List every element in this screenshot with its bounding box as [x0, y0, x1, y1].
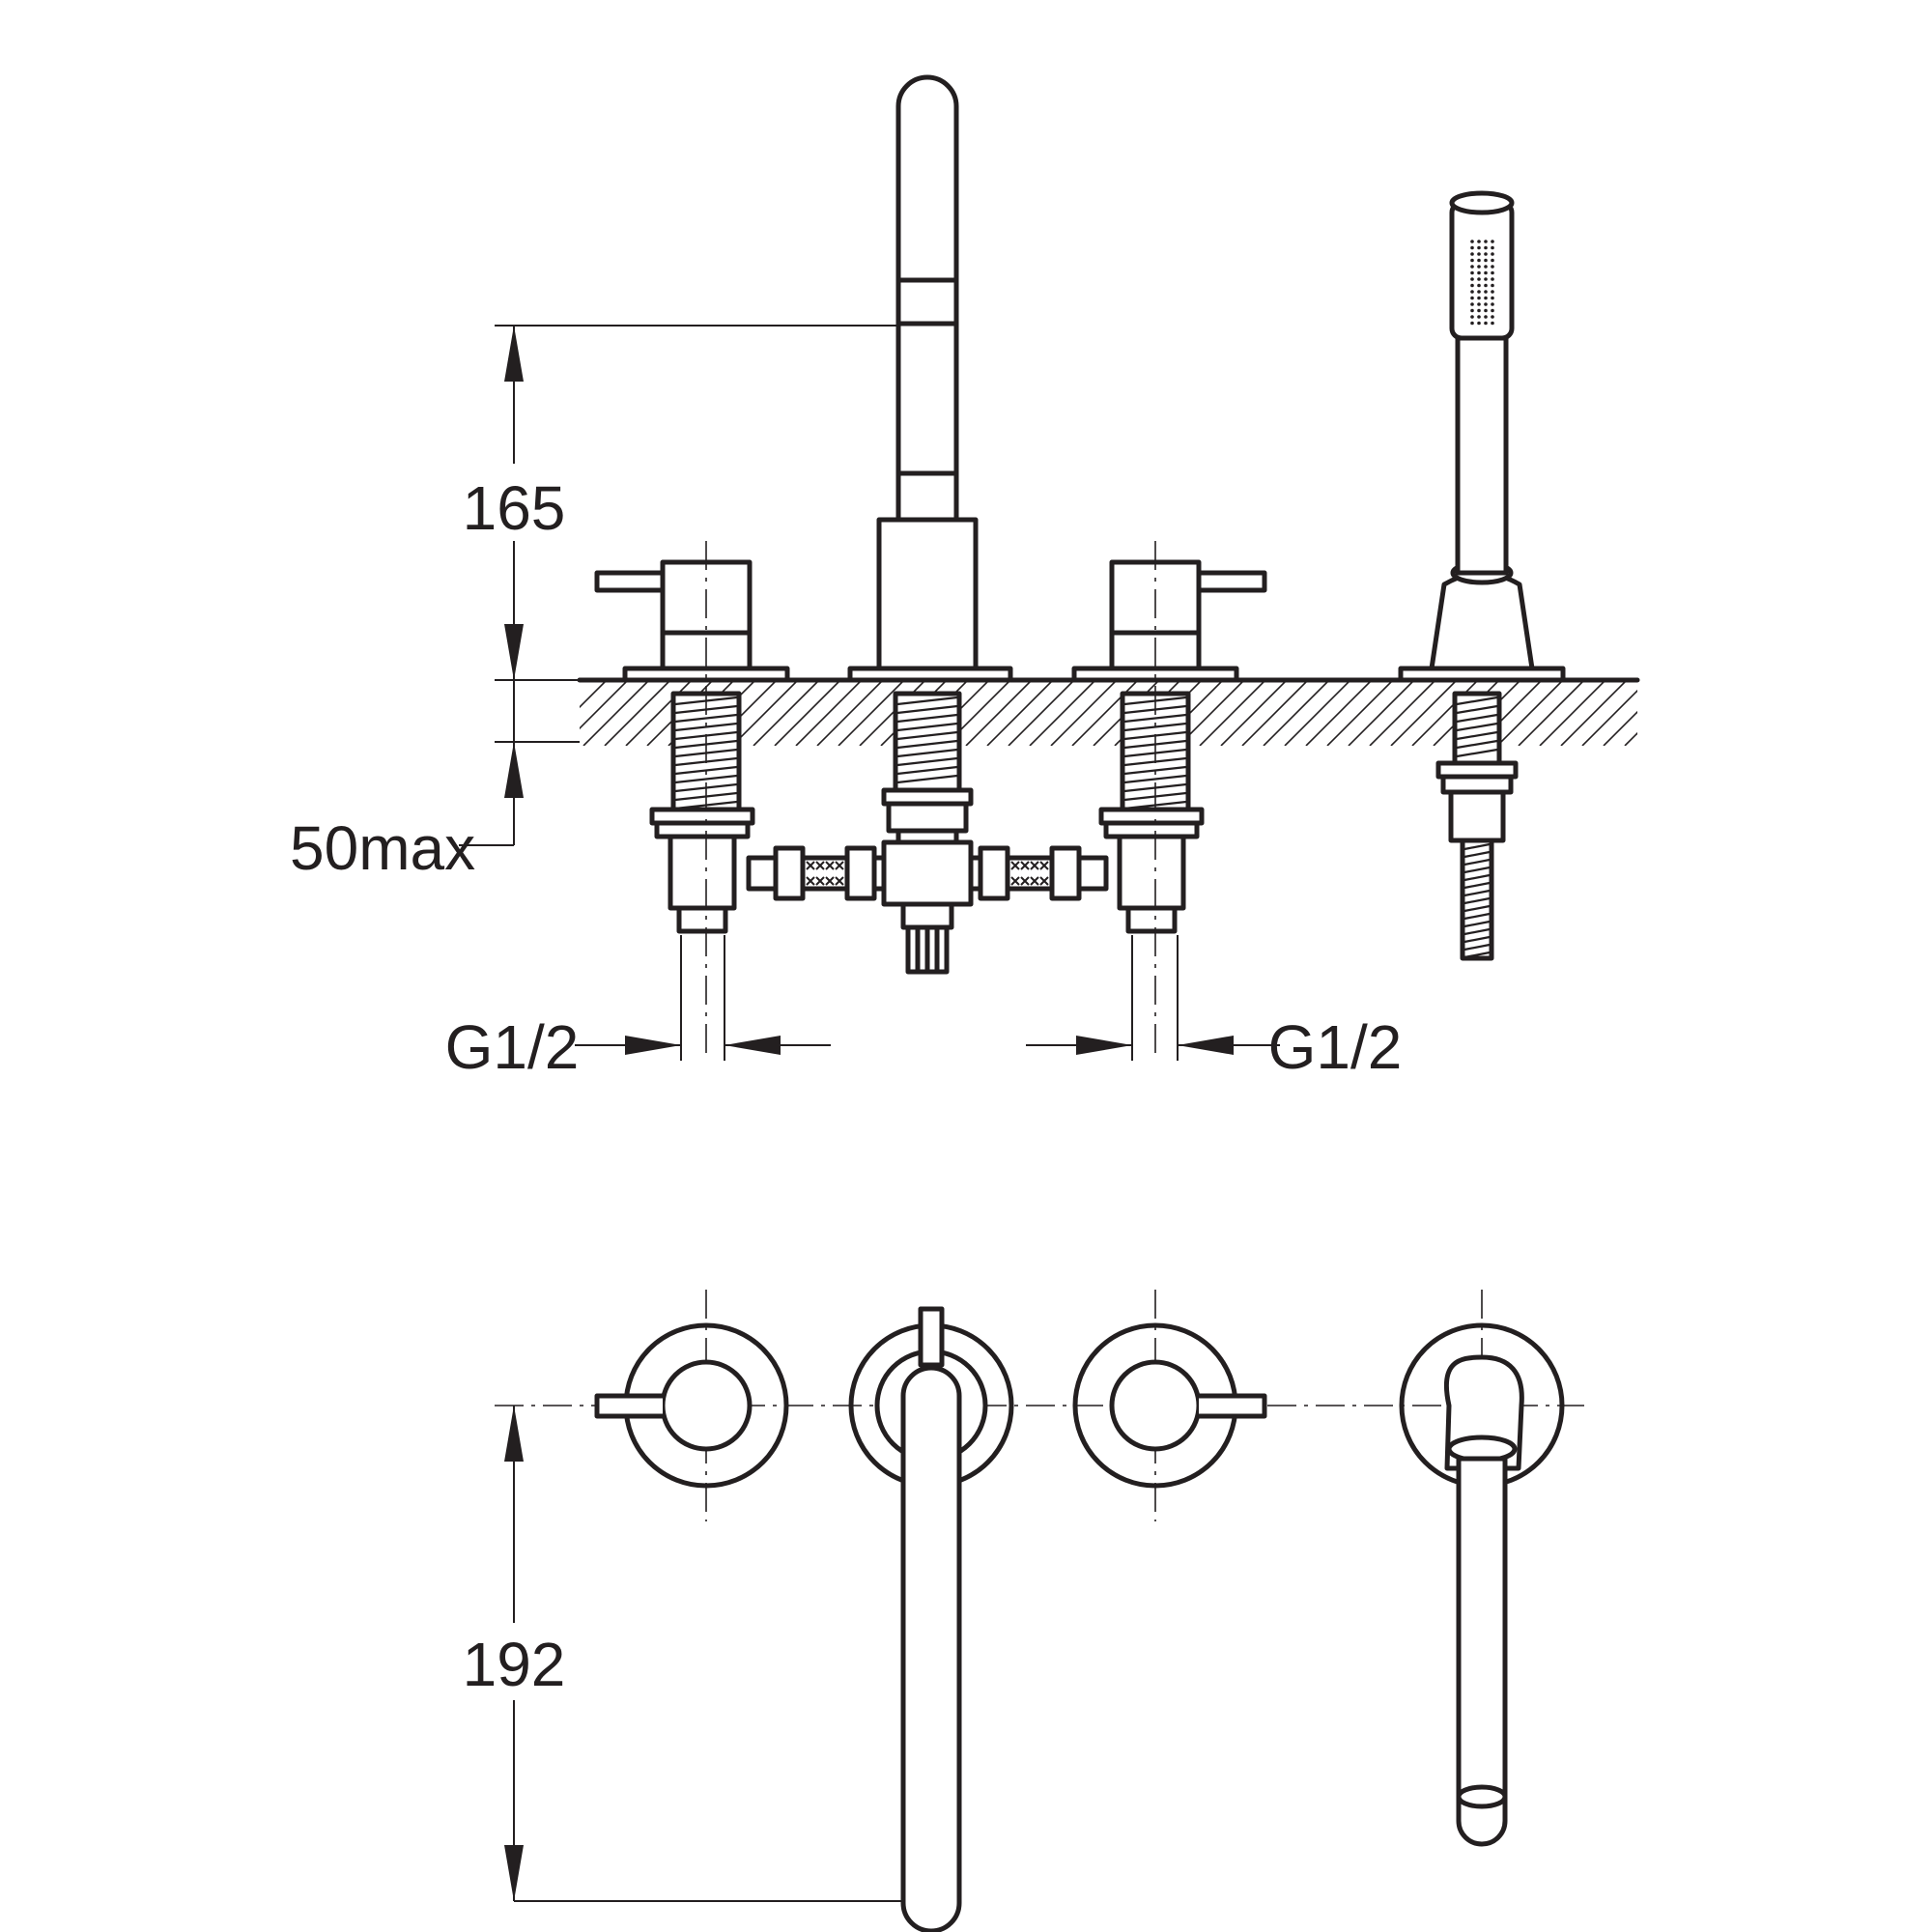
dimension-label-192: 192	[463, 1630, 566, 1699]
front-axis-lines	[705, 541, 1156, 1058]
dimension-label-g12-right: G1/2	[1268, 1012, 1403, 1082]
connector-hoses	[746, 845, 1109, 901]
front-elevation: 165 50max G1/2	[290, 74, 1640, 1082]
dimension-deck-thickness: 50max	[290, 680, 580, 883]
left-valve-lever	[594, 570, 666, 593]
hand-shower-plan	[1399, 1322, 1565, 1847]
mixing-body	[881, 839, 974, 907]
dimension-connection-right: G1/2	[1026, 935, 1402, 1082]
right-valve-plan	[1072, 1322, 1267, 1489]
deck-hatching	[580, 680, 1637, 746]
hand-shower	[1398, 190, 1566, 961]
spout-plan	[848, 1306, 1014, 1932]
right-valve-lever	[1196, 570, 1267, 593]
shower-head	[1449, 200, 1515, 341]
left-valve-plan	[594, 1322, 789, 1489]
plan-view: 192	[463, 1290, 1584, 1932]
dimension-label-g12-left: G1/2	[445, 1012, 580, 1082]
shower-hose	[1460, 838, 1494, 961]
shower-nozzles	[1470, 240, 1494, 326]
dimension-connection-left: G1/2	[445, 935, 831, 1082]
dimension-spout-reach: 192	[463, 1406, 903, 1902]
spout-column	[847, 74, 1013, 975]
dimension-label-50max: 50max	[290, 813, 475, 883]
dimension-spout-height: 165	[463, 325, 900, 681]
dimension-label-165: 165	[463, 473, 566, 543]
